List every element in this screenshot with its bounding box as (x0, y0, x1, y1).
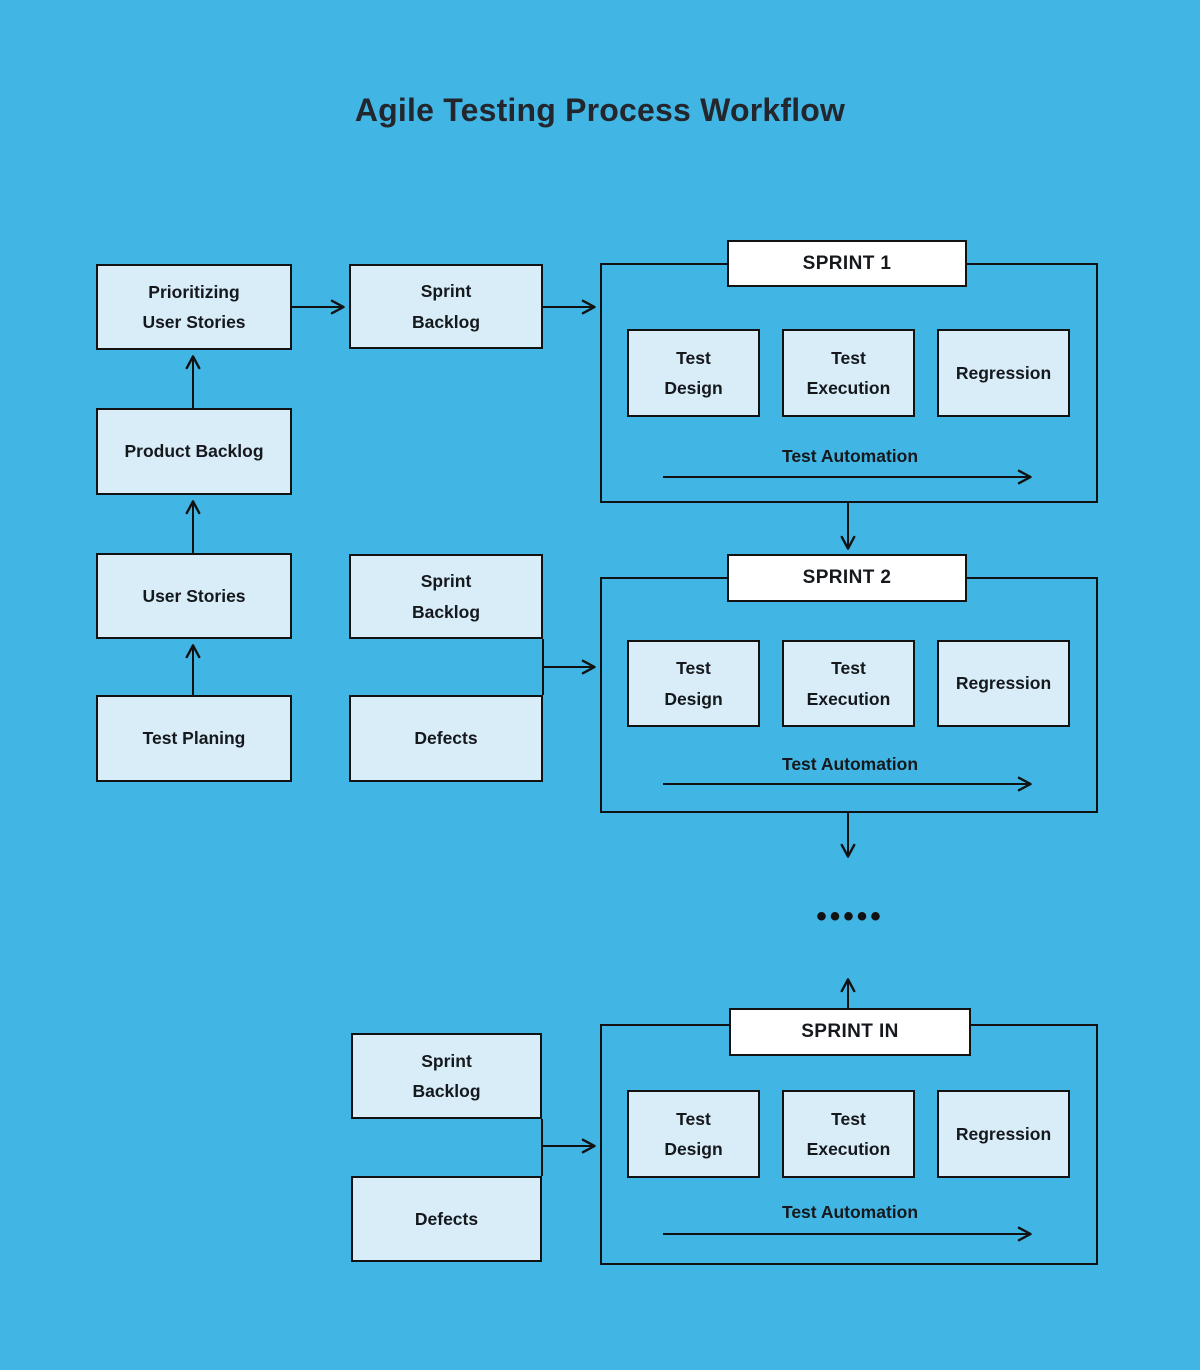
stage-label-line: Design (664, 378, 723, 398)
stage-label-line: Test (676, 658, 711, 679)
box-label-line: Sprint (420, 571, 472, 592)
box-label-line: Test Planing (142, 728, 246, 749)
box-test-planing: Test Planing (96, 695, 292, 782)
box-label-line: Product Backlog (124, 441, 264, 462)
box-sprint-backlog-bottom: Sprint Backlog (351, 1033, 542, 1119)
stage-label-line: Execution (806, 378, 891, 398)
box-label-line: Backlog (411, 311, 481, 332)
box-label-line: User Stories (142, 312, 246, 332)
box-label-line: Prioritizing (148, 281, 240, 302)
box-label-line: User Stories (142, 585, 246, 606)
stage-label-line: Test (831, 347, 866, 368)
sprint2-test-design: Test Design (627, 640, 760, 727)
box-label-line: Sprint (421, 1050, 472, 1071)
box-sprint-backlog-top: Sprint Backlog (349, 264, 543, 349)
stage-label-line: Design (664, 688, 723, 709)
box-label-line: Defects (414, 1208, 479, 1229)
box-label-line: Backlog (412, 1081, 481, 1101)
sprintin-label: SPRINT IN (729, 1008, 971, 1056)
continuation-dots: ••••• (816, 900, 884, 933)
stage-label-line: Regression (955, 1123, 1052, 1144)
sprintin-test-design: Test Design (627, 1090, 760, 1178)
box-product-backlog: Product Backlog (96, 408, 292, 495)
sprintin-regression: Regression (937, 1090, 1070, 1178)
stage-label-line: Execution (806, 1139, 891, 1159)
box-defects-mid: Defects (349, 695, 543, 782)
stage-label-line: Regression (955, 673, 1052, 694)
sprint2-regression: Regression (937, 640, 1070, 727)
sprint1-test-execution: Test Execution (782, 329, 915, 417)
stage-label-line: Test (676, 347, 711, 368)
sprint1-label: SPRINT 1 (727, 240, 967, 287)
sprint1-test-design: Test Design (627, 329, 760, 417)
box-label-line: Backlog (411, 601, 481, 622)
sprint2-test-automation-label: Test Automation (781, 754, 919, 774)
sprintin-test-automation-label: Test Automation (781, 1202, 919, 1222)
stage-label-line: Test (831, 1108, 866, 1129)
sprint1-test-automation-label: Test Automation (781, 446, 919, 466)
sprintin-test-execution: Test Execution (782, 1090, 915, 1178)
box-prioritizing-user-stories: Prioritizing User Stories (96, 264, 292, 350)
stage-label-line: Test (676, 1108, 711, 1129)
sprint2-label: SPRINT 2 (727, 554, 967, 602)
page-title: Agile Testing Process Workflow (354, 92, 846, 128)
box-label-line: Defects (414, 728, 478, 749)
stage-label-line: Test (831, 658, 866, 679)
stage-label-line: Design (664, 1139, 723, 1159)
box-defects-bottom: Defects (351, 1176, 542, 1262)
box-sprint-backlog-mid: Sprint Backlog (349, 554, 543, 639)
box-label-line: Sprint (420, 281, 472, 302)
sprint2-test-execution: Test Execution (782, 640, 915, 727)
sprint1-regression: Regression (937, 329, 1070, 417)
box-user-stories: User Stories (96, 553, 292, 639)
stage-label-line: Execution (806, 688, 891, 709)
stage-label-line: Regression (955, 362, 1052, 383)
